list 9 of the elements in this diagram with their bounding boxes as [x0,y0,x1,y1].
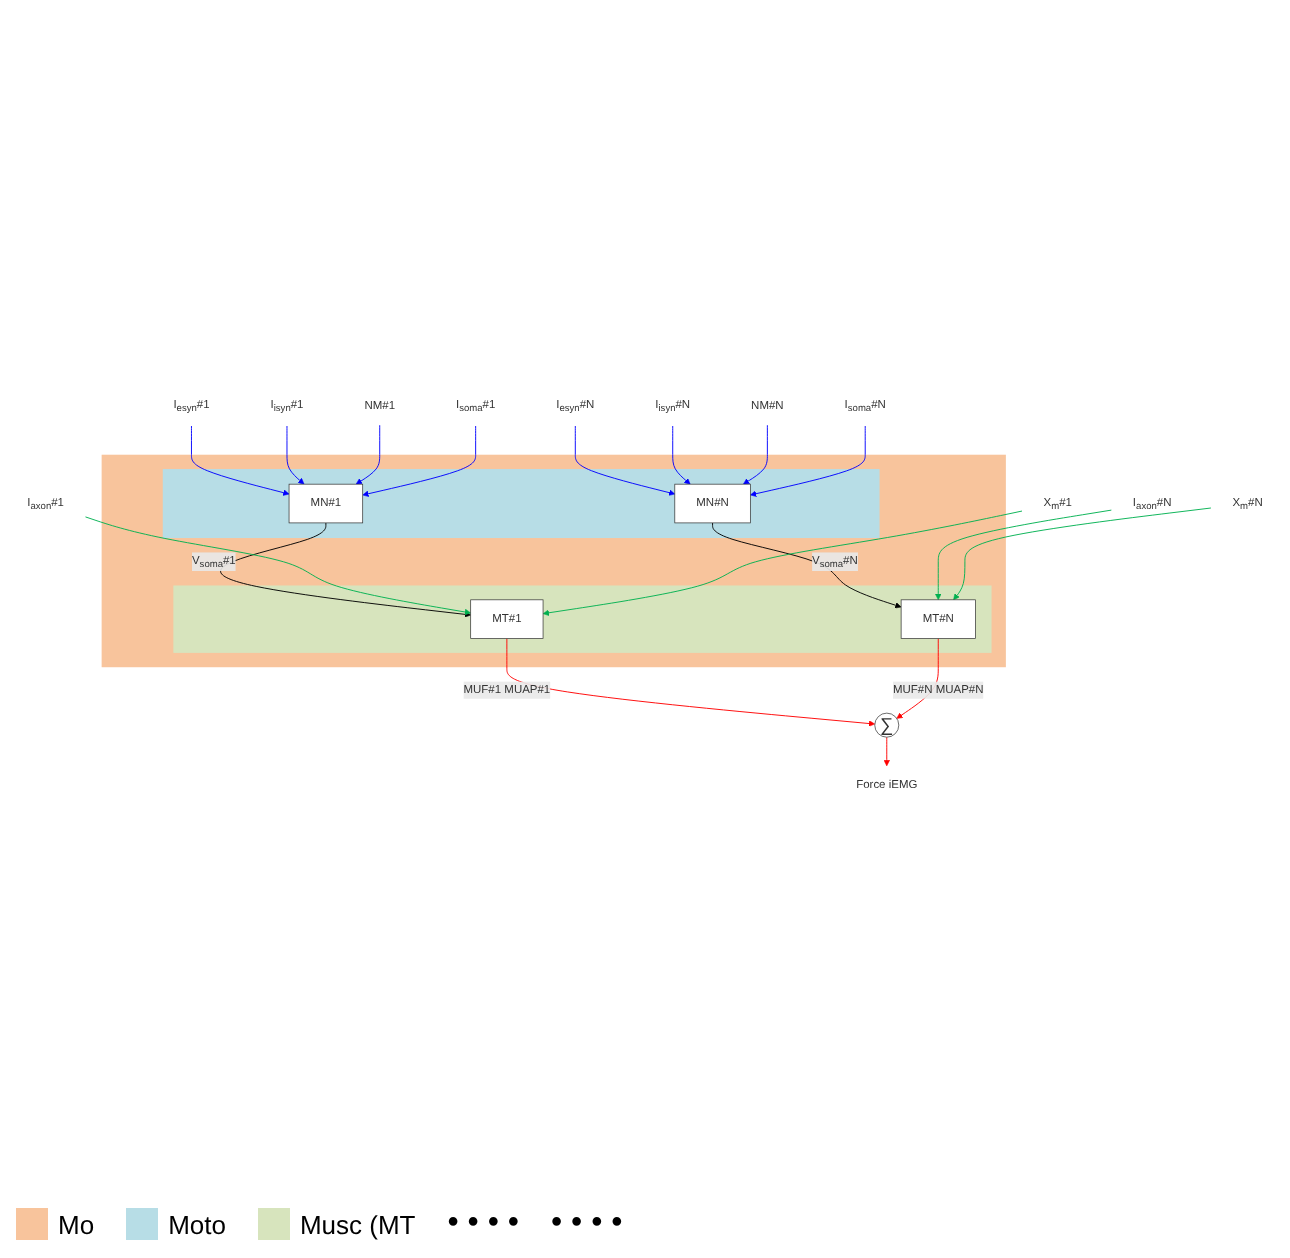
ellipsis-dots: • • • • [551,1206,623,1242]
node-circle: ∑ [874,712,900,738]
cluster [173,585,992,653]
legend-label: Mo [58,1209,95,1239]
cluster [101,454,1006,668]
ellipsis-dots: • • • • [447,1206,519,1242]
legend-label: Moto [168,1209,226,1239]
legend-label: Musc (MT [299,1209,416,1239]
cluster [162,468,880,538]
